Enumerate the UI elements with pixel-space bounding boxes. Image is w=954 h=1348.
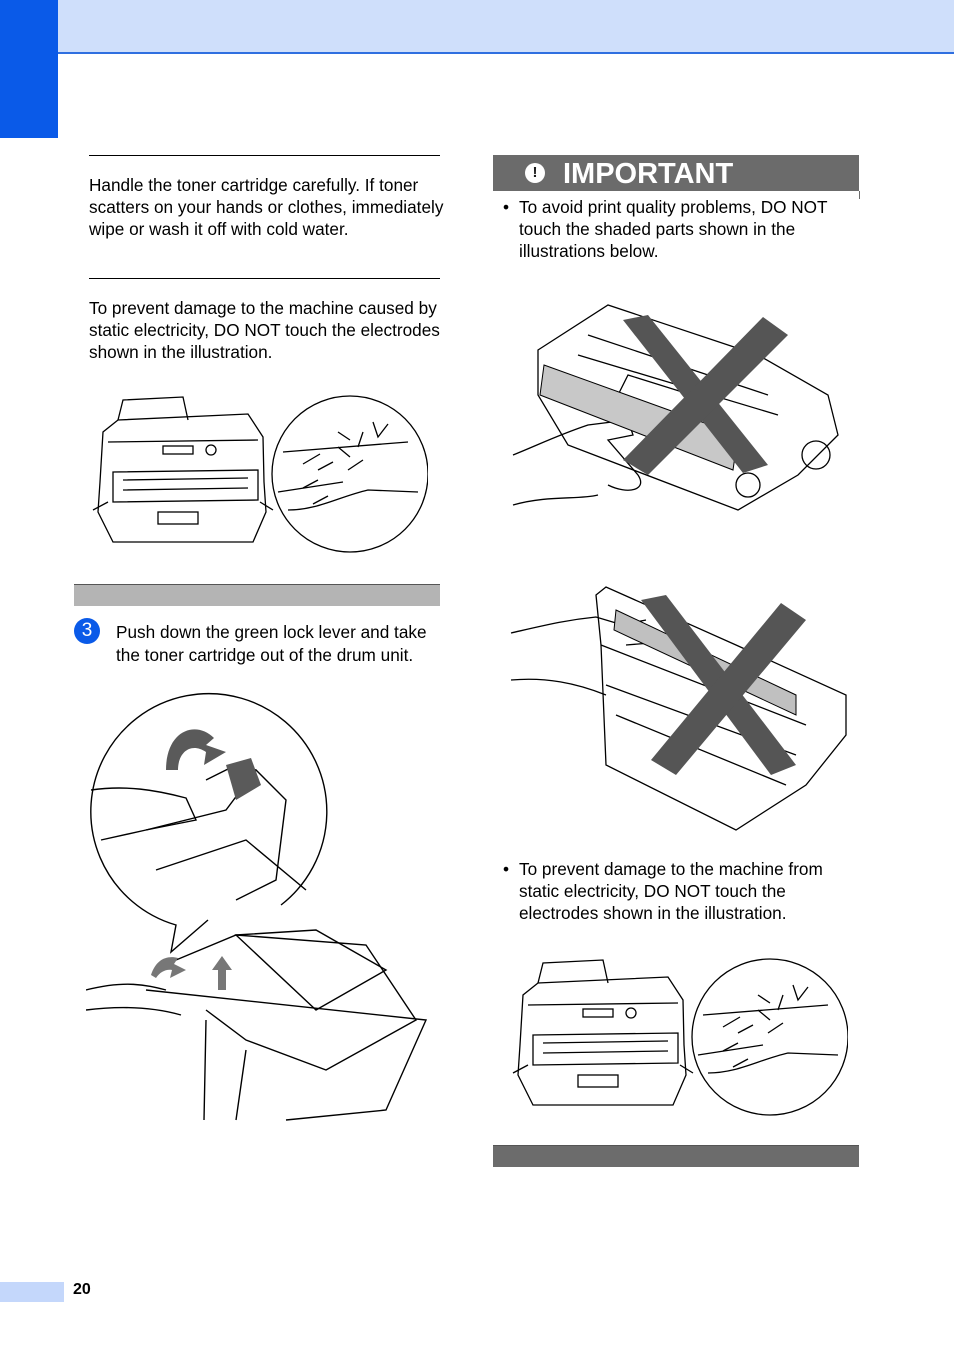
caution-top-rule (89, 155, 440, 156)
bullet-item-1: • To avoid print quality problems, DO NO… (503, 196, 859, 262)
bullet-dot-icon: • (503, 859, 510, 879)
drum-unit-illustration (510, 586, 847, 831)
chapter-tab (0, 0, 58, 138)
footer-tab (0, 1282, 64, 1302)
step-instruction: Push down the green lock lever and take … (116, 622, 427, 665)
important-end-bar (493, 1145, 859, 1167)
important-banner-edge (493, 191, 860, 199)
section-divider-bar (74, 584, 440, 606)
lock-lever-illustration (86, 693, 428, 1121)
bullet-text-2: To prevent damage to the machine from st… (519, 859, 823, 923)
caution-text: Handle the toner cartridge carefully. If… (89, 175, 444, 239)
bullet-item-2: • To prevent damage to the machine from … (503, 858, 859, 924)
important-title: IMPORTANT (563, 158, 734, 190)
caution-bottom-rule (89, 278, 440, 279)
bullet-dot-icon: • (503, 197, 510, 217)
important-banner (493, 155, 859, 191)
static-warning-text: To prevent damage to the machine caused … (89, 298, 440, 362)
electrodes-illustration-right (512, 958, 848, 1116)
bullet-text-1: To avoid print quality problems, DO NOT … (519, 197, 828, 261)
electrodes-illustration (92, 395, 428, 553)
exclamation-icon: ! (525, 163, 545, 183)
header-band (0, 0, 954, 54)
step-number-badge: 3 (74, 618, 100, 644)
page-number: 20 (73, 1281, 91, 1298)
toner-cartridge-illustration (512, 304, 839, 511)
